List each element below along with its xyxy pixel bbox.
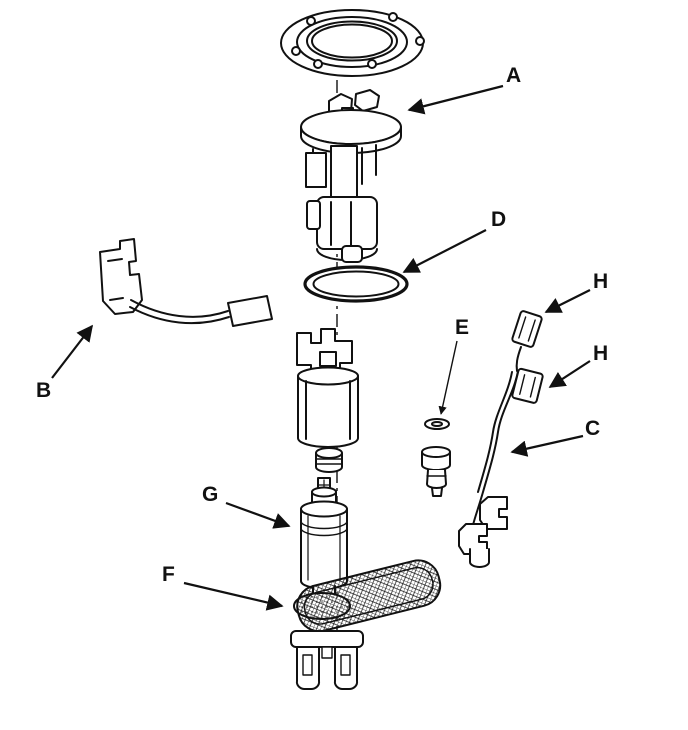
label-h-bottom: H	[593, 342, 608, 365]
check-valve-e	[421, 418, 451, 497]
fuel-level-sensor-b	[99, 238, 273, 327]
label-h-top: H	[593, 270, 608, 293]
label-e: E	[455, 316, 469, 339]
arrow-d	[402, 229, 487, 273]
bottom-bracket	[290, 630, 364, 691]
pump-module-assembly-a	[300, 89, 402, 263]
wire-harness-c	[458, 346, 522, 568]
label-g: G	[202, 483, 218, 506]
label-a: A	[506, 64, 521, 87]
fuel-strainer-f	[296, 559, 442, 633]
label-c: C	[585, 417, 600, 440]
arrow-b	[51, 324, 94, 379]
reservoir-housing	[296, 328, 359, 448]
arrow-h-bottom	[548, 360, 591, 388]
callout-labels: A D E H H C B G F	[36, 64, 608, 586]
label-f: F	[162, 563, 175, 586]
arrow-g	[225, 501, 291, 529]
callout-arrows	[51, 84, 591, 611]
pump-coupler	[315, 447, 343, 473]
mounting-flange-ring	[280, 9, 425, 77]
arrow-a	[407, 84, 504, 115]
arrow-e	[438, 340, 458, 415]
arrow-h-top	[544, 289, 591, 313]
label-b: B	[36, 379, 51, 402]
connector-h-top	[511, 310, 543, 348]
arrow-c	[510, 434, 584, 457]
o-ring-seal-d	[303, 265, 409, 303]
arrow-f	[183, 581, 284, 611]
label-d: D	[491, 208, 506, 231]
